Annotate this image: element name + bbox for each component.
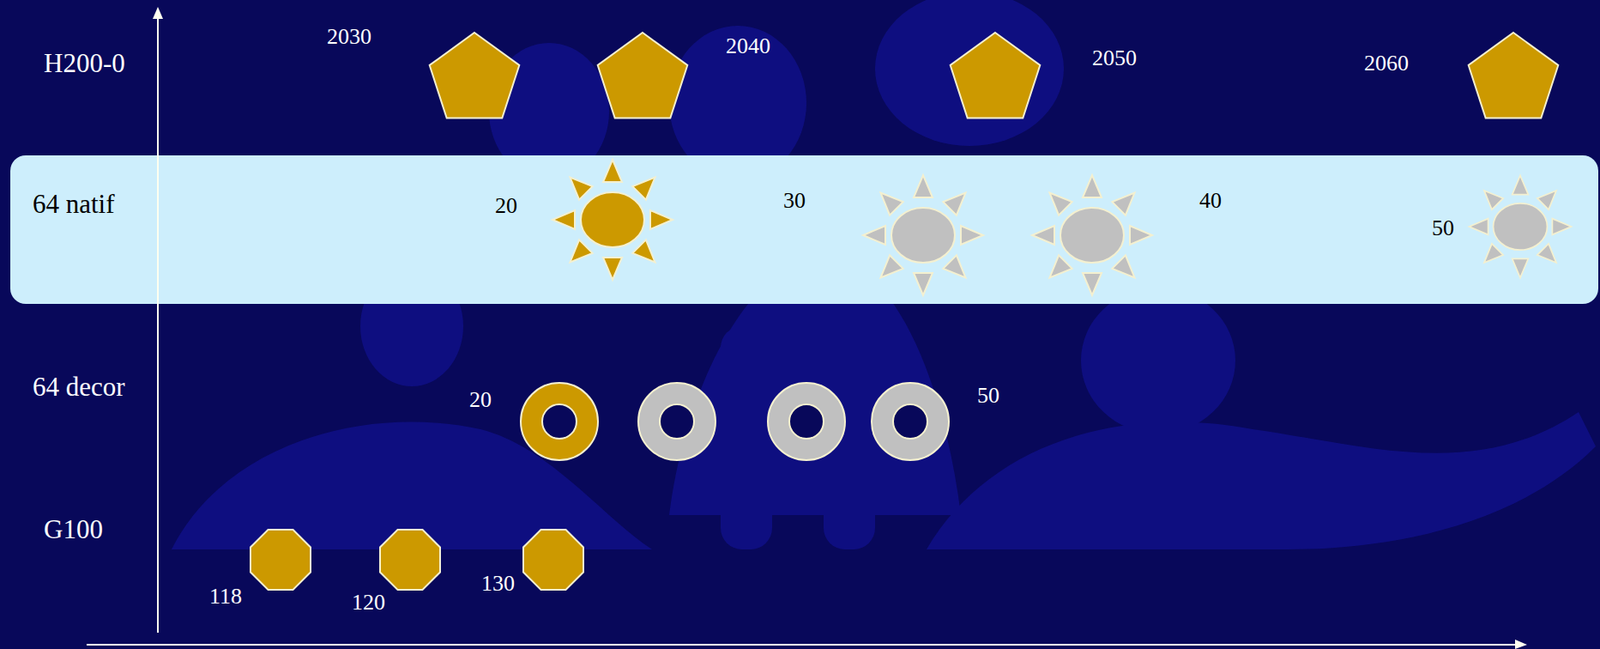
value-label: 50 [977, 383, 1000, 409]
octagon-markers [250, 529, 584, 590]
row-label: H200-0 [43, 48, 126, 79]
year-label: 2030 [326, 24, 372, 50]
value-label: 130 [481, 571, 515, 597]
value-label: 118 [209, 584, 242, 610]
value-label: 120 [351, 590, 386, 616]
row-band [10, 155, 1599, 304]
value-label: 50 [1431, 216, 1455, 242]
year-label: 2060 [1364, 51, 1409, 77]
axes [86, 6, 1528, 649]
row-label: G100 [43, 514, 103, 544]
pentagon-markers [429, 32, 1559, 119]
year-label: 2050 [1092, 46, 1137, 72]
sun-markers [552, 159, 1572, 296]
value-label: 20 [495, 193, 518, 219]
value-label: 20 [469, 387, 492, 413]
year-label: 2040 [725, 34, 771, 60]
row-label: 64 decor [32, 372, 126, 402]
value-label: 40 [1199, 188, 1222, 214]
row-band: 64 natif 20 30 40 50 [10, 155, 1599, 304]
value-label: 30 [783, 188, 806, 214]
row-label: 64 natif [32, 189, 115, 219]
ring-markers [520, 382, 949, 460]
